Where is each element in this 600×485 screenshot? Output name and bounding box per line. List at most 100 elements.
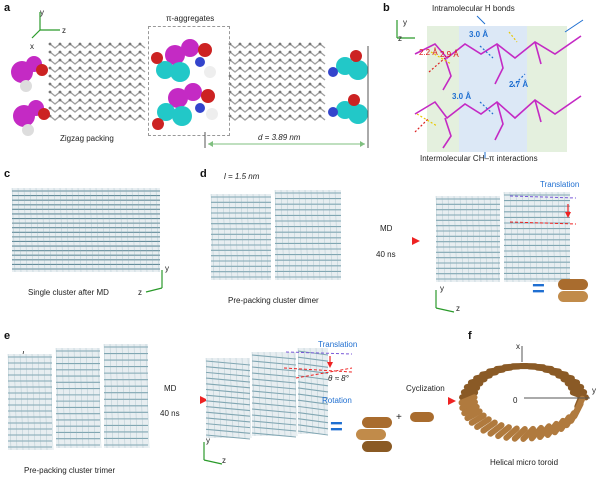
chain-atom bbox=[58, 106, 62, 110]
chain-bundle bbox=[155, 187, 160, 273]
panel-a-molecules bbox=[11, 39, 369, 148]
chain-bundle bbox=[89, 187, 94, 273]
distance-label-2: 2.9 Å bbox=[440, 50, 459, 59]
chain-bundle bbox=[471, 195, 476, 283]
chain-bundle bbox=[269, 351, 274, 437]
chain-atom bbox=[78, 58, 82, 62]
chain-atom bbox=[98, 66, 102, 70]
chain-atom bbox=[278, 114, 282, 118]
chain-bundle bbox=[297, 387, 329, 393]
chain-atom bbox=[128, 66, 132, 70]
chain-bundle bbox=[205, 423, 251, 429]
chain-bundle bbox=[229, 357, 234, 439]
chain-bundle bbox=[83, 187, 88, 273]
cluster-block bbox=[436, 196, 500, 282]
chain-atom bbox=[48, 98, 52, 102]
chain-atom bbox=[108, 82, 112, 86]
chain-atom bbox=[78, 82, 82, 86]
chain-atom bbox=[318, 50, 322, 54]
chain-bundle bbox=[23, 187, 28, 273]
chain-bundle bbox=[447, 195, 452, 283]
chain-bundle bbox=[13, 353, 18, 451]
chain-atom bbox=[278, 98, 282, 102]
chain-bundle bbox=[109, 343, 114, 449]
chain-atom bbox=[268, 114, 272, 118]
chain-atom bbox=[128, 106, 132, 110]
chain-bundle bbox=[293, 351, 298, 437]
panel-d-caption: Pre-packing cluster dimer bbox=[228, 296, 319, 305]
chain-bundle bbox=[309, 347, 314, 435]
chain-atom bbox=[118, 50, 122, 54]
molecule-cyan-right-top bbox=[328, 50, 368, 80]
chain-atom bbox=[68, 106, 72, 110]
chain-bundle bbox=[304, 189, 309, 281]
molecule-magenta-left-top bbox=[11, 56, 48, 92]
chain-bundle bbox=[101, 187, 106, 273]
chain-bundle bbox=[205, 400, 251, 406]
chain-bundle bbox=[316, 189, 321, 281]
chain-atom bbox=[268, 106, 272, 110]
chain-atom bbox=[308, 58, 312, 62]
panel-a-caption: Zigzag packing bbox=[60, 134, 114, 143]
intermolecular-bonds bbox=[414, 57, 446, 133]
chain-bundle bbox=[298, 189, 303, 281]
chain-atom bbox=[48, 58, 52, 62]
chain-atom bbox=[238, 98, 242, 102]
chain-bundle bbox=[205, 411, 251, 417]
chain-atom bbox=[298, 42, 302, 46]
chain-bundle bbox=[292, 189, 297, 281]
chain-atom bbox=[238, 58, 242, 62]
chain-bundle bbox=[251, 426, 297, 432]
molecular-skeleton bbox=[442, 57, 452, 91]
chain-atom bbox=[128, 74, 132, 78]
chain-atom bbox=[118, 42, 122, 46]
chain-bundle bbox=[216, 193, 221, 281]
chain-bundle bbox=[274, 189, 279, 281]
chain-atom bbox=[308, 98, 312, 102]
chain-atom bbox=[98, 58, 102, 62]
chain-atom bbox=[58, 50, 62, 54]
chain-bundle bbox=[545, 191, 550, 283]
chain-atom bbox=[318, 58, 322, 62]
chain-atom bbox=[118, 90, 122, 94]
chain-atom bbox=[128, 82, 132, 86]
chain-bundle bbox=[121, 343, 126, 449]
chain-atom bbox=[238, 66, 242, 70]
chain-bundle bbox=[223, 357, 228, 439]
chain-atom bbox=[258, 66, 262, 70]
chain-bundle bbox=[210, 193, 215, 281]
panel-e-caption: Pre-packing cluster trimer bbox=[24, 466, 116, 475]
panel-c-axes bbox=[145, 270, 163, 293]
chain-bundle bbox=[321, 347, 326, 435]
chain-bundle bbox=[515, 191, 520, 283]
panel-c-axis-z: z bbox=[138, 288, 142, 297]
chain-atom bbox=[108, 98, 112, 102]
chain-atom bbox=[308, 42, 312, 46]
toroid-capsule bbox=[544, 420, 560, 438]
chain-bundle bbox=[228, 193, 233, 281]
chain-atom bbox=[138, 58, 142, 62]
chain-atom bbox=[68, 58, 72, 62]
chain-atom bbox=[278, 50, 282, 54]
chain-atom bbox=[318, 114, 322, 118]
chain-bundle bbox=[205, 428, 251, 434]
panel-e-equals: = bbox=[330, 414, 343, 439]
panel-e-arrow-bottom: 40 ns bbox=[160, 409, 180, 418]
chain-atom bbox=[68, 114, 72, 118]
chain-atom bbox=[138, 98, 142, 102]
chain-atom bbox=[298, 50, 302, 54]
chain-atom bbox=[98, 114, 102, 118]
panel-e-label: e bbox=[4, 330, 11, 342]
chain-atom bbox=[48, 50, 52, 54]
panel-b-bottom-caption: Intermolecular CH–π interactions bbox=[420, 154, 538, 163]
panel-c-caption: Single cluster after MD bbox=[28, 288, 109, 297]
chain-atom bbox=[298, 82, 302, 86]
chain-bundle bbox=[251, 414, 297, 420]
chain-bundle bbox=[205, 360, 251, 366]
molecular-skeleton bbox=[414, 35, 582, 60]
chain-bundle bbox=[240, 193, 245, 281]
chain-atom bbox=[118, 58, 122, 62]
chain-atom bbox=[258, 114, 262, 118]
chain-atom bbox=[248, 74, 252, 78]
chain-bundle bbox=[459, 195, 464, 283]
